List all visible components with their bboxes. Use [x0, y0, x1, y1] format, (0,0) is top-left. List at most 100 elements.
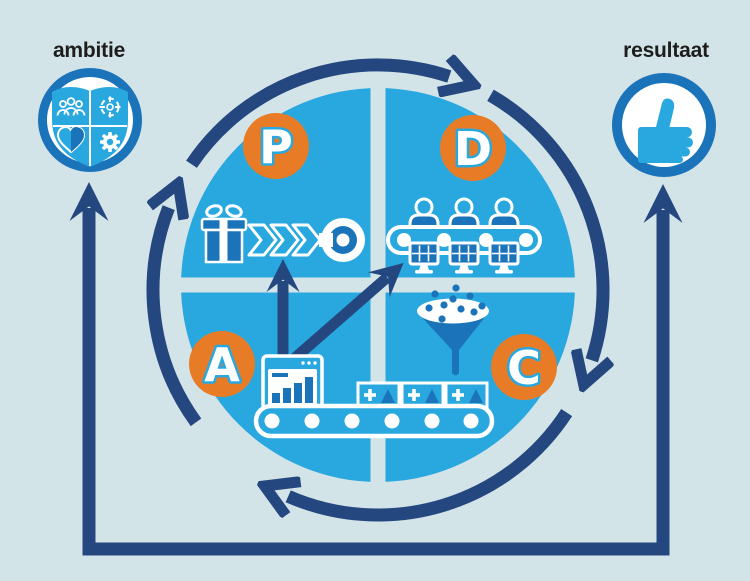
chart-bar	[294, 383, 302, 403]
goal-center	[336, 233, 350, 247]
check-funnel-icon	[356, 284, 489, 409]
funnel-dot	[440, 301, 448, 309]
person-head	[75, 100, 83, 108]
funnel-dot	[449, 295, 457, 303]
gift-bow-left	[205, 204, 223, 218]
belt-roller	[384, 413, 400, 429]
funnel-dot	[478, 302, 486, 310]
plus-icon	[412, 389, 416, 401]
feedback-frame-arrows	[69, 182, 683, 556]
chart-bar	[283, 388, 291, 403]
scored-item-box	[400, 381, 445, 409]
monitor-stand	[499, 264, 509, 270]
act-chart-conveyor-icon	[253, 354, 495, 439]
people-icon	[56, 97, 86, 116]
funnel-cone	[417, 312, 489, 376]
funnel-dot	[466, 292, 474, 300]
chevron-segment	[269, 223, 300, 257]
plan-gift-to-goal-icon	[200, 204, 365, 264]
ambition-label: ambitie	[53, 39, 125, 62]
letter-circle-check	[491, 334, 557, 400]
belt-roller	[437, 233, 451, 247]
finger	[652, 137, 693, 148]
finger	[650, 127, 692, 138]
shield-divider	[53, 91, 127, 166]
person-head	[66, 97, 76, 106]
window-dot	[313, 361, 317, 365]
letter-check: C	[507, 341, 541, 395]
finger	[650, 156, 683, 163]
target-icon	[99, 96, 121, 118]
window-dot	[307, 361, 311, 365]
goal-opening	[319, 233, 333, 247]
arrow-act-to-do	[284, 263, 404, 369]
gift-ribbon	[219, 219, 228, 262]
monitor-base	[495, 270, 513, 274]
belt-roller	[463, 413, 479, 429]
plus-icon	[368, 389, 372, 401]
funnel-dot	[457, 305, 465, 313]
quadrant-letters: P D A C	[189, 113, 557, 400]
monitor-stand	[419, 264, 429, 270]
chart-title-dash	[272, 373, 288, 377]
chevron-segment	[291, 223, 322, 257]
belt-roller	[344, 413, 360, 429]
scored-item-box	[356, 381, 401, 409]
monitor-grid	[492, 245, 516, 262]
thumb	[654, 98, 675, 135]
person-body	[63, 107, 79, 115]
thumbs-up-icon	[638, 98, 693, 163]
letter-circle-act	[189, 331, 255, 397]
ambition-badge	[38, 68, 142, 172]
monitor	[408, 241, 440, 274]
monitor-grid	[412, 245, 436, 262]
letter-act: A	[204, 338, 240, 392]
monitor	[448, 241, 480, 274]
letter-circle-do	[440, 115, 506, 181]
chart-bar	[305, 377, 313, 403]
gear-hole	[106, 138, 114, 146]
letter-circle-plan	[243, 113, 309, 179]
values-shield-icon	[52, 87, 128, 167]
person-body	[56, 109, 70, 116]
scored-item-box	[444, 381, 489, 409]
monitor-base	[415, 270, 433, 274]
cycle-arc-right	[487, 89, 604, 360]
cycle-arc-top	[186, 65, 450, 168]
chevron-segment	[247, 223, 278, 257]
funnel-dot	[452, 284, 460, 292]
worker-head	[414, 197, 434, 217]
finger	[652, 147, 690, 157]
letter-do: D	[454, 122, 492, 176]
worker-head	[454, 197, 474, 217]
heart-icon	[56, 125, 86, 154]
cycle-arc-left	[153, 208, 202, 427]
result-badge	[612, 73, 716, 177]
person-head	[59, 100, 67, 108]
belt-roller	[519, 233, 533, 247]
letter-plan: P	[259, 120, 293, 174]
act-conveyor	[253, 403, 495, 439]
worker-head	[494, 197, 514, 217]
monitor-base	[455, 270, 473, 274]
funnel-dot	[425, 304, 433, 312]
triangle-icon	[469, 389, 483, 403]
funnel-dot	[438, 315, 446, 323]
gift-bow-right	[225, 204, 243, 218]
funnel-dot	[431, 290, 439, 298]
funnel-mouth	[417, 298, 489, 324]
triangle-icon	[425, 389, 439, 403]
plus-icon	[456, 389, 460, 401]
monitor-grid	[452, 245, 476, 262]
cycle-arc-bottom	[288, 409, 573, 522]
chart-bar	[272, 393, 280, 403]
target-center	[106, 103, 114, 111]
belt-roller	[397, 233, 411, 247]
do-team-workstations-icon	[386, 197, 542, 274]
person-body	[72, 109, 86, 116]
triangle-icon	[381, 389, 395, 403]
funnel-dots	[425, 284, 486, 323]
cycle-arrows	[153, 65, 604, 522]
